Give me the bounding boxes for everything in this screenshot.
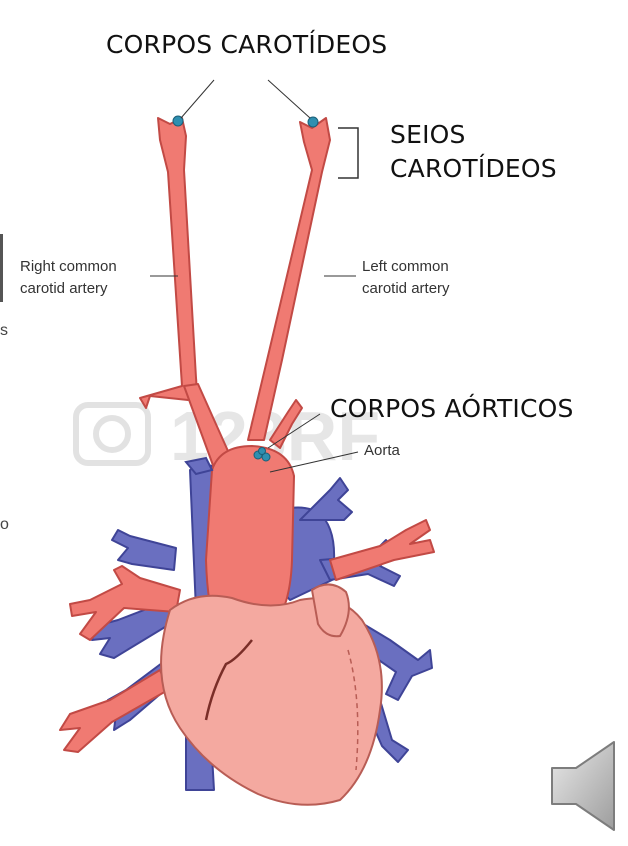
chemoreceptor-bodies (172, 115, 319, 462)
right-carotid-label-line-1: Right common (20, 258, 117, 275)
interventricular-groove (204, 639, 253, 721)
carotid-sinus-label-line-1: SEIOS (390, 120, 466, 149)
heart (160, 594, 383, 806)
pulmonary-artery-right (329, 519, 435, 581)
right-carotid-label: Right common carotid artery (20, 256, 117, 300)
left-carotid-label-line-2: carotid artery (362, 280, 450, 297)
left-common-carotid (247, 117, 331, 441)
leader-aortic-bodies (267, 413, 321, 449)
pulmonary-artery-left-lower (59, 669, 169, 753)
aortic-bodies-label: CORPOS AÓRTICOS (330, 394, 574, 423)
aortic-body-3 (258, 447, 266, 455)
slide-edge-fragment: o (0, 516, 9, 533)
aortic-arch-small-branch (184, 456, 214, 476)
slide-edge-fragment: s (0, 322, 8, 339)
vein-right-upper (299, 477, 353, 521)
leader-lines (150, 79, 359, 473)
left-carotid-label-line-1: Left common (362, 258, 449, 275)
right-common-carotid (139, 117, 198, 409)
watermark-camera-icon (73, 402, 151, 466)
watermark-lens (93, 415, 131, 453)
carotid-sinus-label: SEIOS CAROTÍDEOS (390, 118, 557, 186)
speaker-icon[interactable] (548, 738, 622, 834)
left-subclavian (269, 399, 303, 449)
left-atrial-appendage (310, 583, 350, 638)
pulmonary-arteries (59, 519, 435, 753)
left-carotid-body (307, 116, 319, 128)
carotid-bodies-title: CORPOS CAROTÍDEOS (106, 30, 388, 59)
leader-carotid-body-right (180, 79, 215, 119)
aortic-body-2 (261, 452, 271, 462)
vein-left-upper (111, 529, 177, 571)
sinus-bracket (338, 127, 359, 179)
right-carotid-label-line-2: carotid artery (20, 280, 108, 297)
aorta-label: Aorta (364, 442, 400, 459)
heart-dashed-line (347, 649, 359, 771)
leader-carotid-body-left (267, 79, 311, 119)
carotid-arteries (139, 117, 331, 469)
slide-edge-bar (0, 234, 3, 302)
vein-left-mid (91, 599, 171, 659)
leader-aorta (269, 451, 359, 473)
left-carotid-label: Left common carotid artery (362, 256, 450, 300)
right-carotid-body (172, 115, 184, 127)
pulmonary-artery-left (69, 565, 181, 641)
carotid-sinus-label-line-2: CAROTÍDEOS (390, 154, 557, 183)
